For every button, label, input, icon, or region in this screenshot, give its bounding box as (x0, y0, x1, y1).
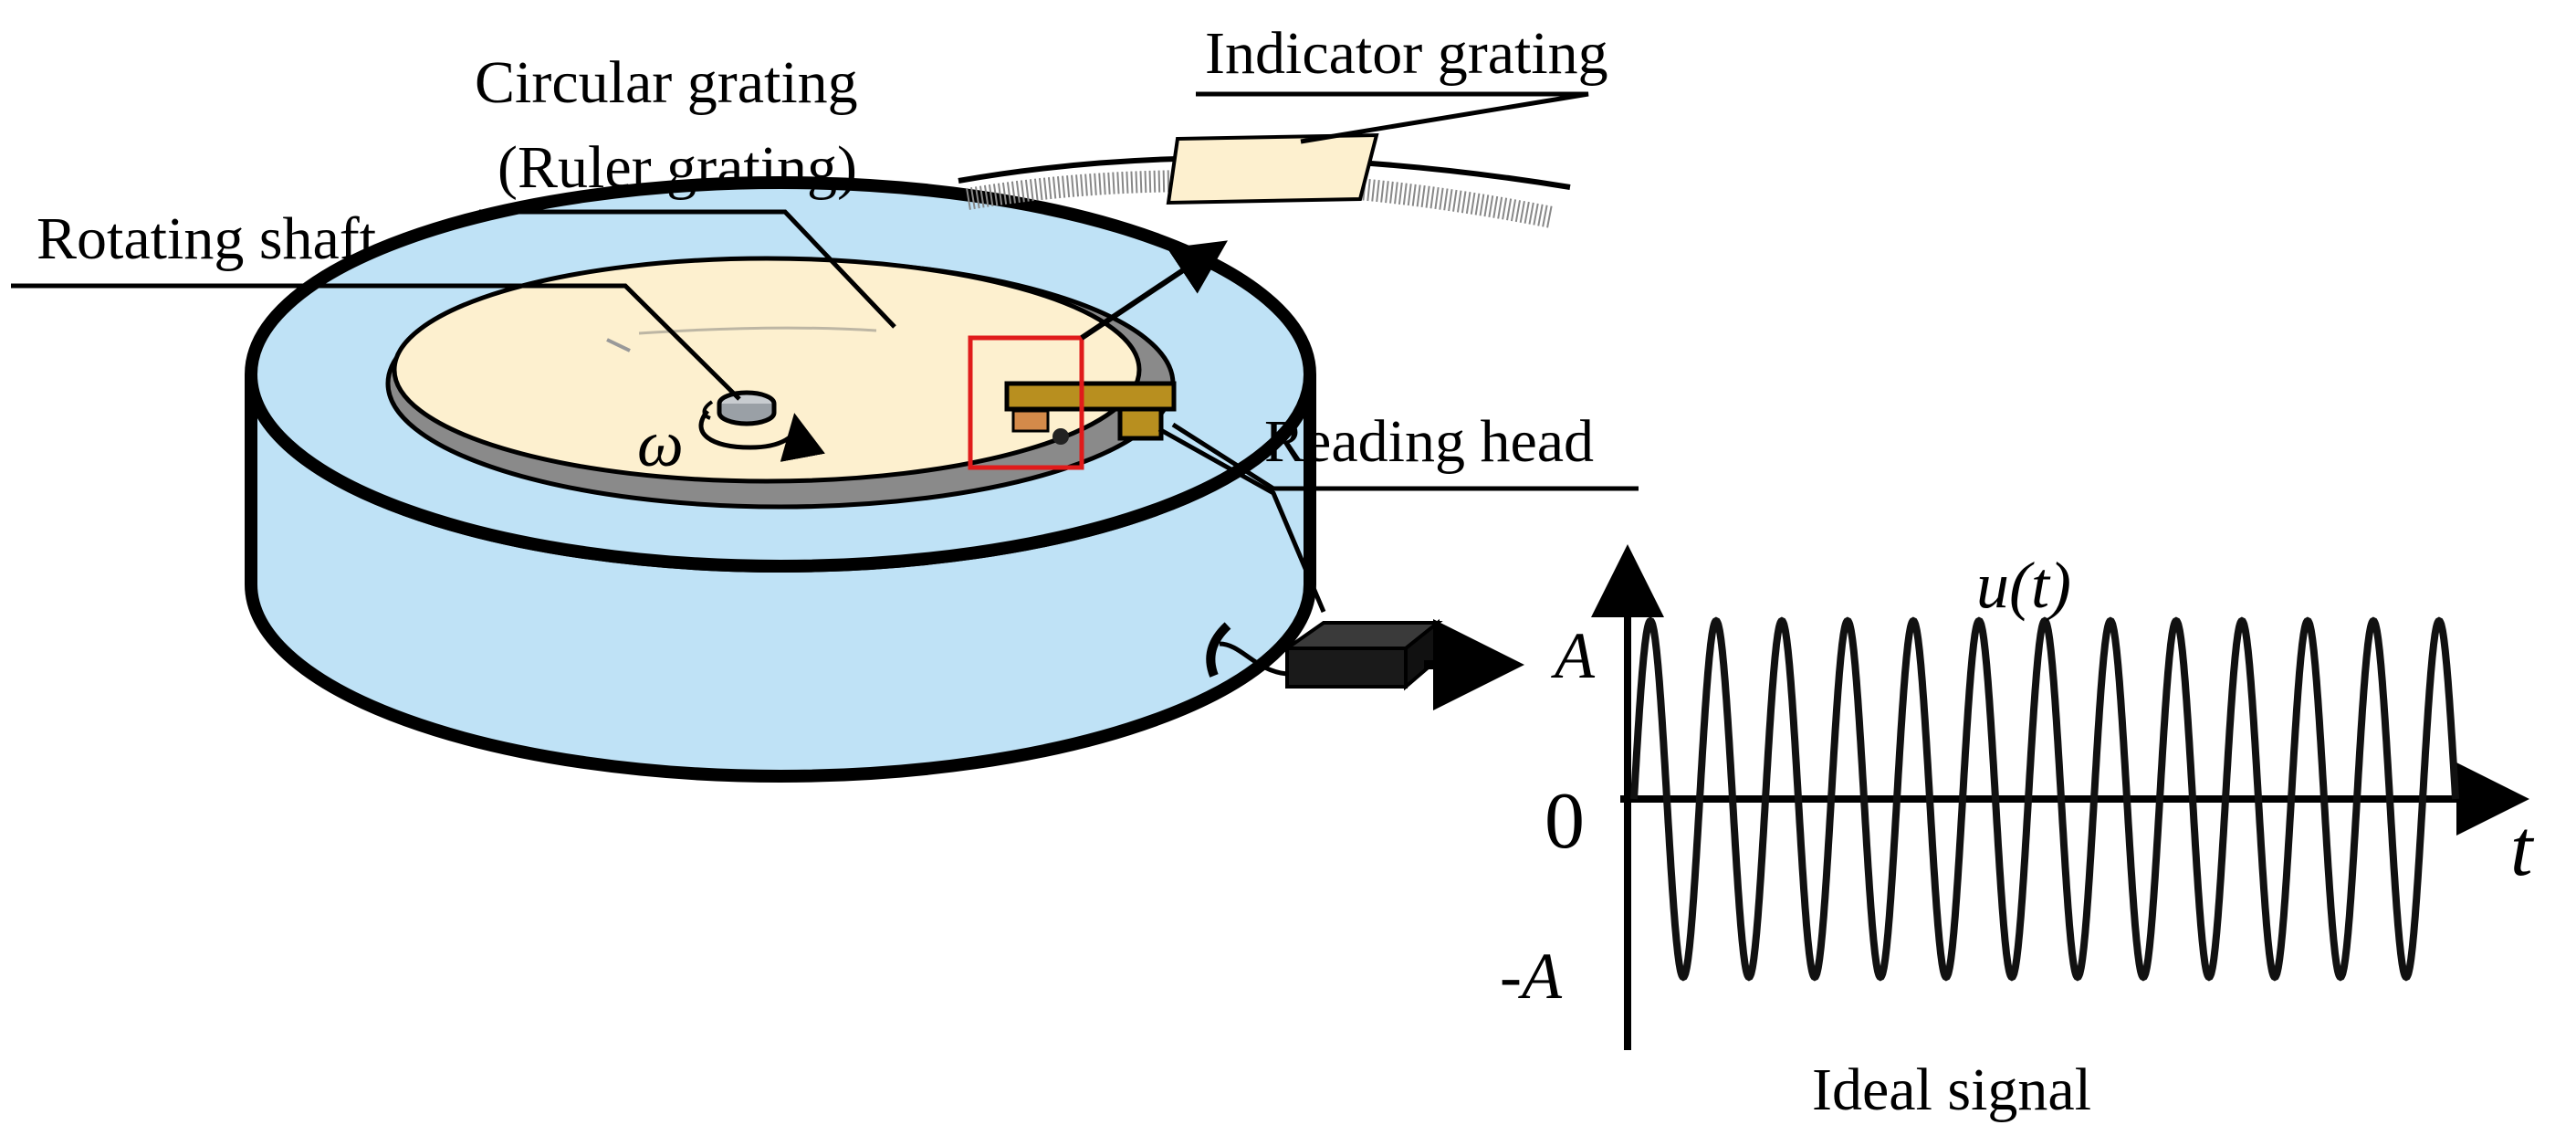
y-tick-label-minus-A: -A (1500, 940, 1563, 1013)
leader-rotating-shaft (11, 283, 741, 401)
reading-head-sensor (1011, 409, 1050, 433)
leader-lines (11, 91, 1639, 491)
circular-grating-label: Circular grating (475, 49, 858, 116)
circular-grating-disk (392, 256, 1142, 484)
encoder-drum (245, 176, 1316, 783)
leader-indicator-grating (1196, 91, 1589, 144)
reading-head-block (1117, 406, 1164, 441)
leader-circular-grating (479, 209, 896, 329)
indicator-grating-label: Indicator grating (1205, 20, 1608, 87)
rotation-arrow-back (702, 400, 714, 420)
rotating-shaft (698, 390, 825, 462)
y-tick-label-A: A (1551, 619, 1596, 692)
rotating-shaft-label: Rotating shaft (37, 205, 376, 272)
reading-head-pivot (1052, 428, 1069, 445)
plot-caption: Ideal signal (1812, 1057, 2091, 1123)
indicator-grating-zoom (958, 132, 1571, 228)
plot-title: u(t) (1976, 549, 2071, 622)
zoom-arrow (1080, 240, 1228, 341)
grating-mark (606, 338, 631, 352)
shaft-body (717, 404, 777, 426)
highlight-box (968, 335, 1084, 470)
reading-head-assembly (968, 240, 1524, 710)
ruler-grating-label: (Ruler grating) (497, 134, 857, 201)
signal-plot: u(t) A 0 -A t Ideal signal (1500, 544, 2535, 1123)
rotation-arrow (698, 409, 825, 462)
signal-box-front (1285, 647, 1408, 689)
y-tick-label-zero: 0 (1545, 777, 1585, 866)
cable-bulge (1206, 622, 1231, 678)
reading-head-bar (1004, 381, 1177, 412)
x-axis-label: t (2510, 804, 2535, 893)
head-cable (1157, 426, 1326, 613)
indicator-grating-plate (1166, 132, 1379, 205)
leader-reading-head (1171, 422, 1639, 491)
omega-label: ω (637, 407, 684, 480)
signal-curve (1630, 616, 2459, 982)
drum-cable (1219, 641, 1288, 677)
reading-head-label: Reading head (1264, 408, 1594, 475)
